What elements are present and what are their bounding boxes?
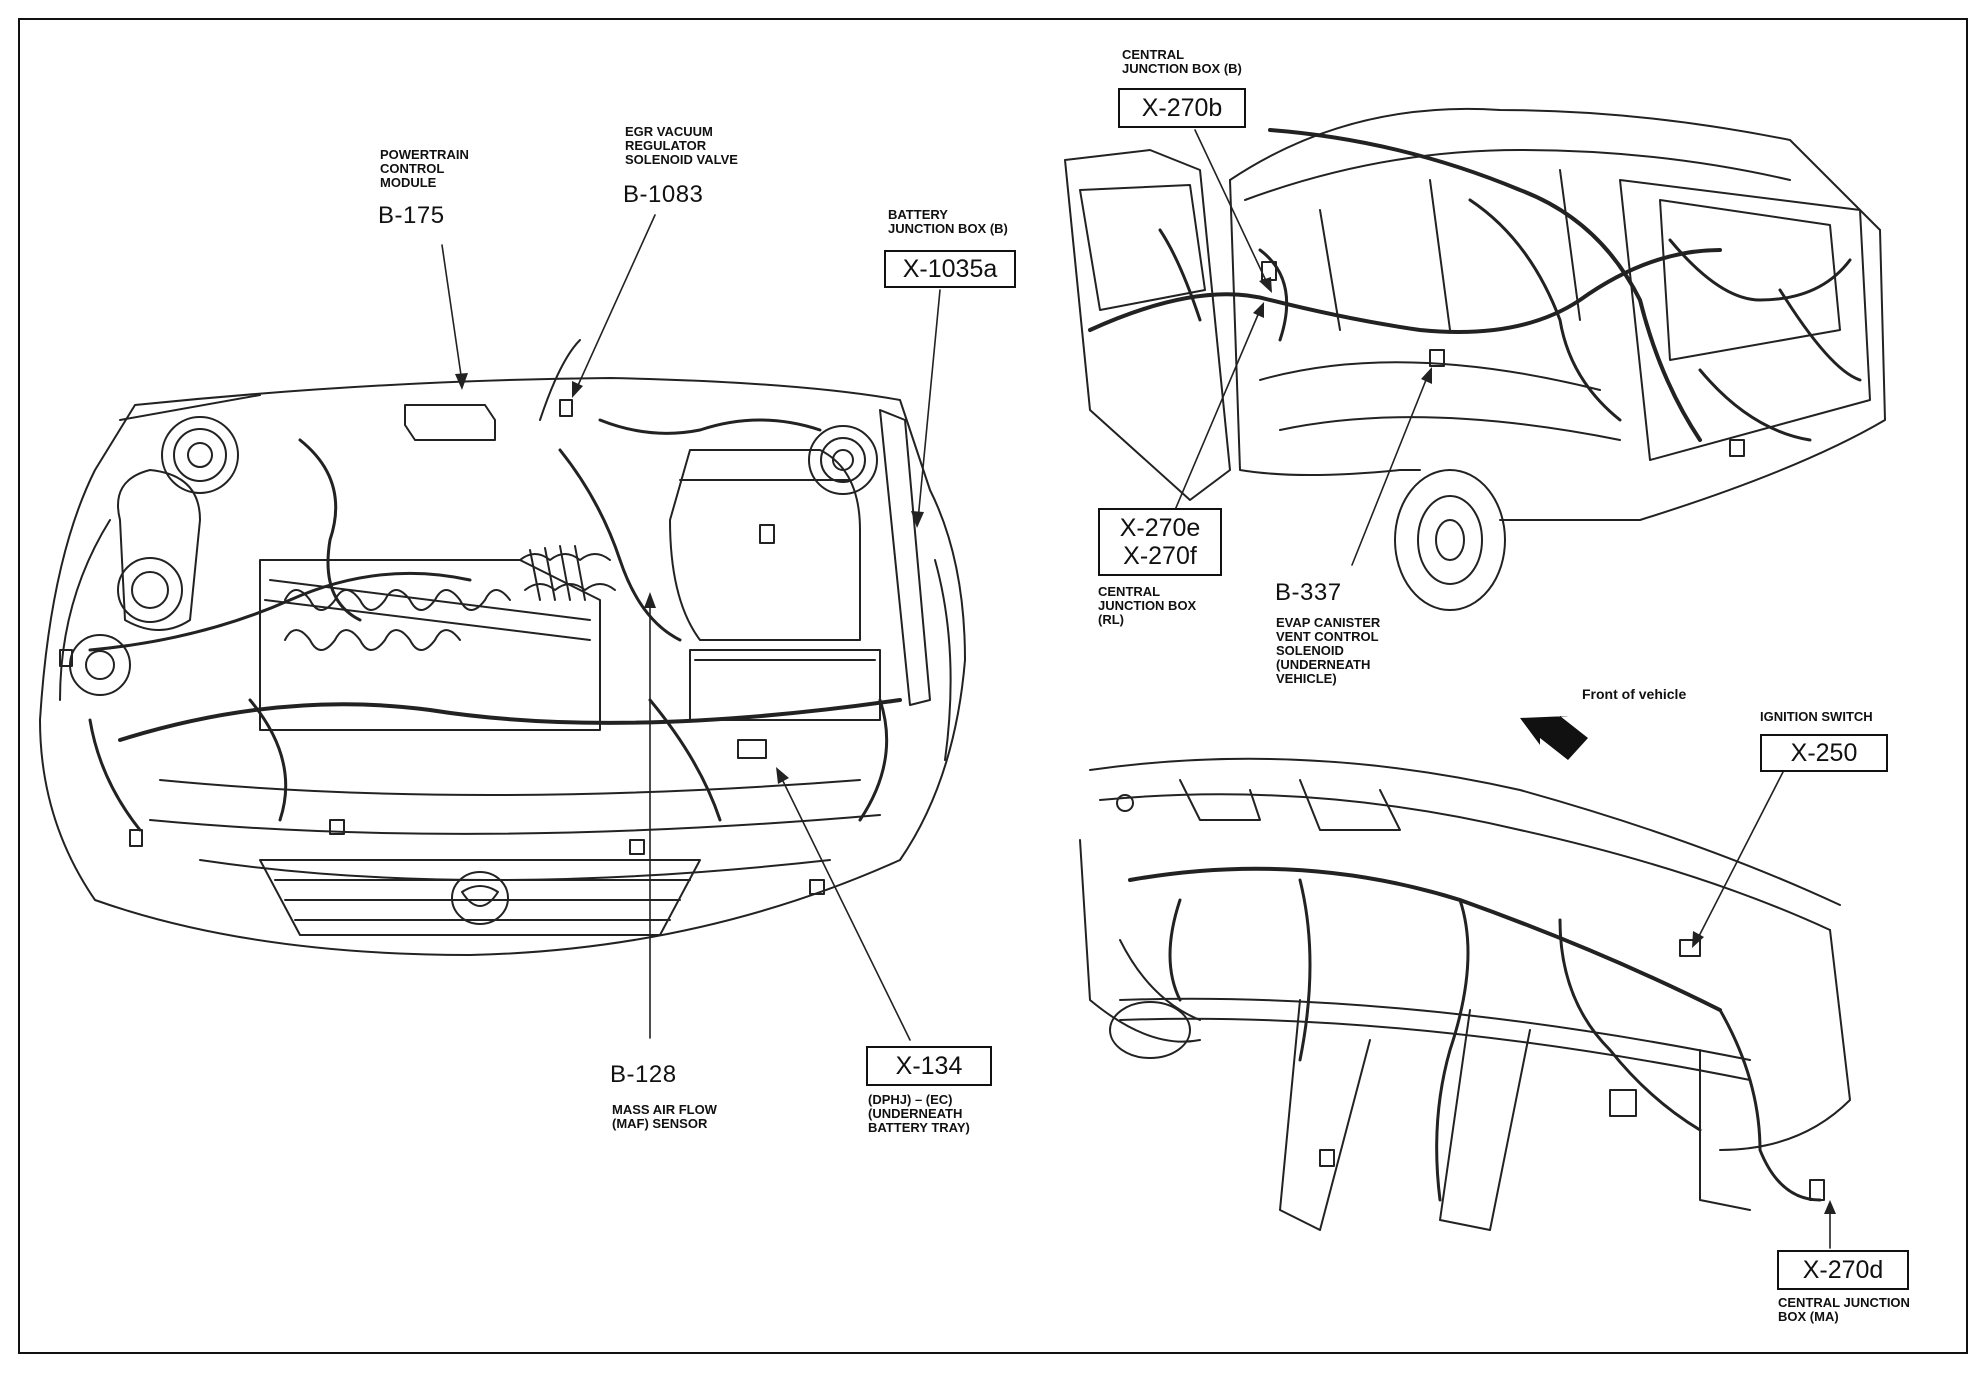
evap-solenoid-label: EVAP CANISTER VENT CONTROL SOLENOID (UND…	[1276, 615, 1381, 686]
central-junction-box-b-label: CENTRAL JUNCTION BOX (B)	[1122, 47, 1242, 76]
maf-sensor-label: MASS AIR FLOW (MAF) SENSOR	[612, 1102, 717, 1131]
leader-arrowheads	[455, 277, 1836, 1214]
central-junction-box-rl-code: X-270e X-270f	[1098, 508, 1222, 576]
x134-code: X-134	[866, 1046, 992, 1086]
diagram-frame	[18, 18, 1968, 1354]
pcm-label: POWERTRAIN CONTROL MODULE	[380, 147, 469, 190]
central-junction-box-b-code: X-270b	[1118, 88, 1246, 128]
battery-junction-box-code: X-1035a	[884, 250, 1016, 288]
ignition-switch-label: IGNITION SWITCH	[1760, 709, 1873, 724]
instrument-panel-illustration	[1079, 757, 1851, 1231]
egr-valve-label: EGR VACUUM REGULATOR SOLENOID VALVE	[625, 124, 738, 167]
central-junction-box-rl-label: CENTRAL JUNCTION BOX (RL)	[1098, 584, 1197, 627]
leader-lines	[441, 129, 1831, 1249]
maf-sensor-code: B-128	[610, 1061, 677, 1088]
central-junction-box-ma-code: X-270d	[1777, 1250, 1909, 1290]
central-junction-box-ma-label: CENTRAL JUNCTION BOX (MA)	[1778, 1295, 1910, 1324]
engine-compartment-illustration	[39, 339, 966, 956]
x134-label: (DPHJ) – (EC) (UNDERNEATH BATTERY TRAY)	[868, 1092, 970, 1135]
egr-valve-code: B-1083	[623, 181, 704, 208]
vehicle-rear-illustration	[1064, 107, 1886, 611]
front-of-vehicle-arrow	[1520, 716, 1588, 760]
ignition-switch-code: X-250	[1760, 734, 1888, 772]
battery-junction-box-label: BATTERY JUNCTION BOX (B)	[888, 207, 1008, 236]
front-of-vehicle-label: Front of vehicle	[1582, 686, 1687, 702]
evap-solenoid-code: B-337	[1275, 579, 1342, 606]
pcm-code: B-175	[378, 202, 445, 229]
